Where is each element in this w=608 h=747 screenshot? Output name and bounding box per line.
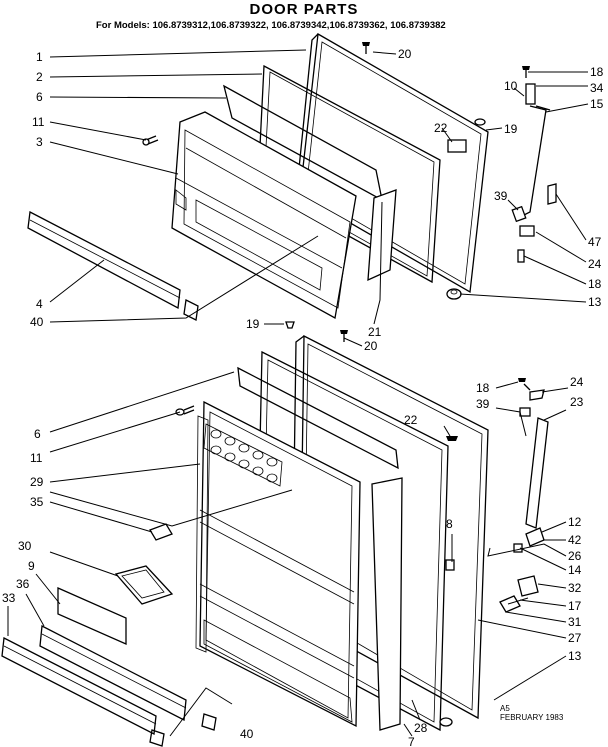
callout-40b: 40 [240, 727, 254, 741]
callout-29: 29 [30, 475, 44, 489]
stamp-code: A5 [500, 704, 510, 713]
callout-27: 27 [568, 631, 582, 645]
callout-17: 17 [568, 599, 582, 613]
callout-11b: 11 [30, 451, 43, 465]
callout-24: 24 [588, 257, 602, 271]
callout-30: 30 [18, 539, 32, 553]
callout-34: 34 [590, 81, 604, 95]
callout-35: 35 [30, 495, 44, 509]
callout-8: 8 [446, 517, 453, 531]
callout-labels: 1 2 6 11 3 4 40 20 10 18 34 15 22 19 39 … [2, 47, 604, 747]
callout-12: 12 [568, 515, 582, 529]
callout-20b: 20 [364, 339, 378, 353]
callout-39: 39 [494, 189, 508, 203]
callout-13: 13 [588, 295, 602, 309]
callout-36: 36 [16, 577, 30, 591]
callout-21: 21 [368, 325, 382, 339]
callout-13b: 13 [568, 649, 582, 663]
callout-47: 47 [588, 235, 602, 249]
callout-7: 7 [408, 735, 415, 747]
callout-20: 20 [398, 47, 412, 61]
callout-4: 4 [36, 297, 43, 311]
callout-10: 10 [504, 79, 518, 93]
callout-15: 15 [590, 97, 604, 111]
callout-18: 18 [590, 65, 604, 79]
page-title: DOOR PARTS [249, 1, 359, 18]
leader-lines [7, 49, 589, 737]
upper-door-assembly [27, 32, 557, 342]
callout-1: 1 [36, 50, 43, 64]
callout-6b: 6 [34, 427, 41, 441]
callout-14: 14 [568, 563, 582, 577]
callout-19: 19 [504, 122, 518, 136]
callout-9: 9 [28, 559, 35, 573]
callout-39b: 39 [476, 397, 490, 411]
callout-3: 3 [36, 135, 43, 149]
date-stamp: A5 FEBRUARY 1983 [500, 704, 563, 722]
callout-40: 40 [30, 315, 44, 329]
callout-6: 6 [36, 90, 43, 104]
callout-22b: 22 [404, 413, 418, 427]
callout-18c: 18 [476, 381, 490, 395]
callout-42: 42 [568, 533, 582, 547]
egg-rack [203, 423, 283, 487]
callout-31: 31 [568, 615, 582, 629]
callout-2: 2 [36, 70, 43, 84]
callout-28: 28 [414, 721, 428, 735]
callout-19b: 19 [246, 317, 260, 331]
stamp-date: FEBRUARY 1983 [500, 713, 564, 722]
callout-11: 11 [32, 115, 45, 129]
callout-26: 26 [568, 549, 582, 563]
callout-24b: 24 [570, 375, 584, 389]
callout-18b: 18 [588, 277, 602, 291]
callout-32: 32 [568, 581, 582, 595]
callout-33: 33 [2, 591, 16, 605]
models-line: For Models: 106.8739312,106.8739322, 106… [96, 20, 446, 31]
callout-22: 22 [434, 121, 448, 135]
lower-door-assembly [1, 334, 549, 747]
callout-23: 23 [570, 395, 584, 409]
